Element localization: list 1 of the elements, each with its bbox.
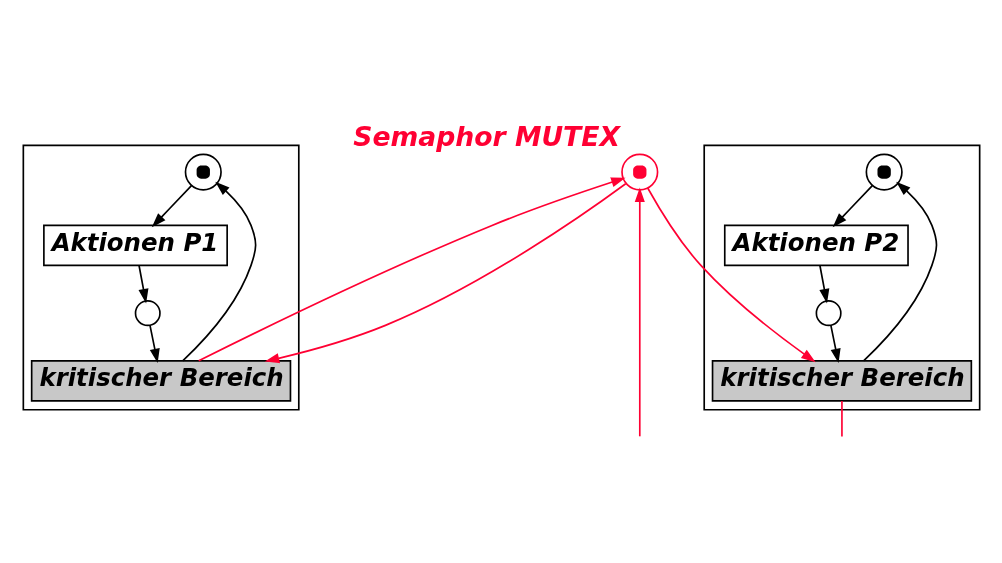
node-label: Semaphor MUTEX xyxy=(352,120,620,152)
